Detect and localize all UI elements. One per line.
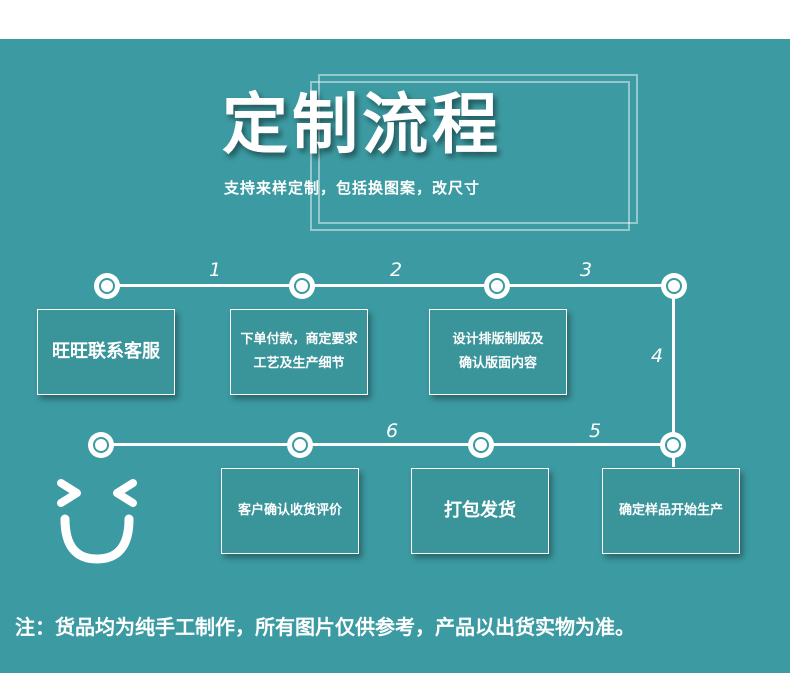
page-title: 定制流程 [222,86,502,163]
step-number-5: 5 [589,420,602,442]
flow-node [88,432,114,458]
step-box-pack-ship: 打包发货 [411,468,549,554]
step-box-order-payment: 下单付款，商定要求 工艺及生产细节 [230,309,368,395]
flow-node [484,273,510,299]
step-number-2: 2 [390,259,403,281]
page-subtitle: 支持来样定制，包括换图案，改尺寸 [224,179,481,197]
footer-note: 注：货品均为纯手工制作，所有图片仅供参考，产品以出货实物为准。 [15,615,635,639]
flow-node [660,432,686,458]
smiley-face-icon [57,479,137,564]
step-box-start-production: 确定样品开始生产 [602,468,740,554]
step-box-contact-service: 旺旺联系客服 [37,309,175,395]
step-number-1: 1 [209,259,222,281]
step-box-confirm-review: 客户确认收货评价 [221,468,359,554]
title-frame-decoration [318,74,638,224]
step-box-design-layout: 设计排版制版及 确认版面内容 [429,309,567,395]
title-frame-decoration-offset [310,81,630,231]
flow-line-top [108,284,675,287]
flow-node [94,273,120,299]
flow-node [289,273,315,299]
step-number-6: 6 [386,420,399,442]
flow-node [468,432,494,458]
step-number-4: 4 [651,345,664,367]
flow-node [661,273,687,299]
flow-node [287,432,313,458]
flow-line-bottom [102,443,673,446]
flow-line-right [672,286,675,467]
step-number-3: 3 [580,259,593,281]
